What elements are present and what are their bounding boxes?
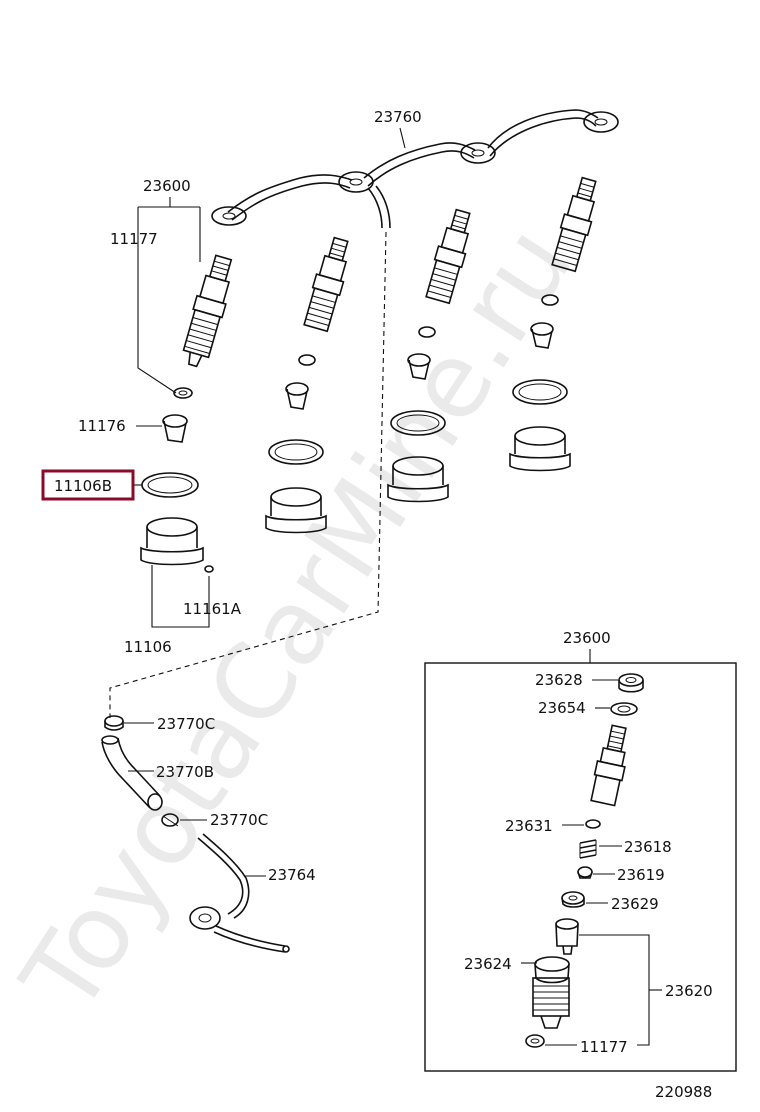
label-11177-detail[interactable]: 11177 — [580, 1038, 628, 1056]
label-11106b[interactable]: 11106B — [54, 477, 112, 495]
adjusting-shim-23631[interactable] — [585, 819, 601, 829]
hose-clip-23770c-upper[interactable] — [104, 715, 124, 731]
nozzle-holder-body[interactable] — [589, 724, 633, 807]
label-23620[interactable]: 23620 — [665, 982, 713, 1000]
injector-nozzle-3[interactable] — [424, 208, 476, 305]
leakage-hose-23770b[interactable] — [101, 735, 163, 811]
label-11106[interactable]: 11106 — [124, 638, 172, 656]
label-23618[interactable]: 23618 — [624, 838, 672, 856]
nozzle-holder-11106-set[interactable] — [140, 426, 571, 573]
label-23631[interactable]: 23631 — [505, 817, 553, 835]
highlight-box-11106b — [41, 469, 135, 501]
nozzle-nut-23628[interactable] — [618, 673, 644, 693]
label-23760[interactable]: 23760 — [374, 108, 422, 126]
fuel-leakage-rail-23760[interactable] — [211, 109, 619, 229]
leakage-pipe-23764[interactable] — [189, 833, 290, 953]
label-23770b[interactable]: 23770B — [156, 763, 214, 781]
label-23600-detail[interactable]: 23600 — [563, 629, 611, 647]
label-23624[interactable]: 23624 — [464, 955, 512, 973]
label-23654[interactable]: 23654 — [538, 699, 586, 717]
washer-23654[interactable] — [610, 702, 638, 716]
label-23770c-upper[interactable]: 23770C — [157, 715, 215, 733]
label-11177-top[interactable]: 11177 — [110, 230, 158, 248]
label-11161a[interactable]: 11161A — [183, 600, 242, 618]
gasket-11177-set[interactable] — [173, 294, 559, 399]
label-23619[interactable]: 23619 — [617, 866, 665, 884]
distance-piece-23629[interactable] — [561, 891, 585, 908]
nozzle-detail-box — [424, 662, 737, 1072]
label-23770c-lower[interactable]: 23770C — [210, 811, 268, 829]
label-23764[interactable]: 23764 — [268, 866, 316, 884]
label-23600-top[interactable]: 23600 — [143, 177, 191, 195]
hose-clip-23770c-lower[interactable] — [161, 813, 179, 827]
nozzle-seat-11176-set[interactable] — [162, 322, 554, 443]
pressure-spring-23618[interactable] — [579, 839, 597, 859]
injector-nozzle-4[interactable] — [550, 176, 602, 273]
nozzle-tip-assy-23620[interactable] — [555, 918, 579, 955]
watermark-text: ToyotaCarMine.ru — [0, 205, 596, 1034]
leakage-route-dashed-line — [109, 231, 387, 718]
label-11176[interactable]: 11176 — [78, 417, 126, 435]
nozzle-body-23624[interactable] — [532, 956, 570, 1029]
label-23629[interactable]: 23629 — [611, 895, 659, 913]
diagram-id: 220988 — [655, 1083, 712, 1101]
injector-nozzle-1[interactable] — [178, 253, 238, 369]
spring-seat-23619[interactable] — [577, 866, 593, 879]
injector-nozzle-2[interactable] — [302, 236, 354, 333]
gasket-11177-detail[interactable] — [525, 1034, 545, 1048]
label-23628[interactable]: 23628 — [535, 671, 583, 689]
